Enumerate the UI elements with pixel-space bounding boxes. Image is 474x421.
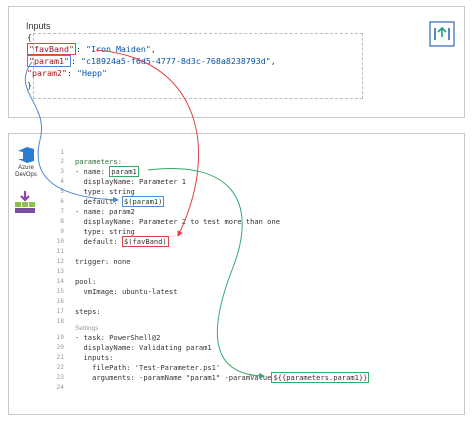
code-line: steps: (75, 307, 101, 316)
json-close: } (27, 80, 32, 90)
line-number: 23 (56, 374, 64, 381)
code-line: - name: param1 (75, 166, 139, 177)
line-number: 1 (60, 149, 64, 156)
line-number: 9 (60, 228, 64, 235)
line-number: 14 (56, 278, 64, 285)
json-line-param2: "param2": "Hepp" (27, 68, 107, 78)
code-line: - task: PowerShell@2 (75, 333, 161, 342)
code-line: type: string (75, 227, 135, 236)
line-number: 3 (60, 168, 64, 175)
code-line: arguments: -paramName "param1" -paramVal… (75, 372, 370, 383)
code-line: displayName: Parameter 2 to test more th… (75, 217, 280, 226)
line-number: 22 (56, 364, 64, 371)
param-value-expression: ${{parameters.param1}} (271, 372, 370, 383)
code-line: default: $(param1) (75, 196, 165, 207)
param1-default: $(param1) (122, 196, 165, 207)
line-number: 12 (56, 258, 64, 265)
line-number: 5 (60, 188, 64, 195)
line-number: 21 (56, 354, 64, 361)
line-number: 6 (60, 198, 64, 205)
param1-key: "param1" (27, 55, 71, 67)
code-line: vmImage: ubuntu-latest (75, 287, 178, 296)
code-line: type: string (75, 187, 135, 196)
inputs-title: Inputs (26, 21, 51, 31)
line-number: 7 (60, 208, 64, 215)
code-line: inputs: (75, 353, 114, 362)
code-line: displayName: Parameter 1 (75, 177, 187, 186)
json-line-param1: "param1": "c18924a5-f6d5-4777-8d3c-768a8… (27, 55, 276, 67)
pipeline-artifact-icon (15, 191, 35, 213)
line-number: 4 (60, 178, 64, 185)
favband-key: "favBand" (27, 43, 76, 55)
code-line: trigger: none (75, 257, 131, 266)
line-number: 10 (56, 238, 64, 245)
line-number: 17 (56, 308, 64, 315)
code-line: displayName: Validating param1 (75, 343, 212, 352)
line-number: 13 (56, 268, 64, 275)
line-number: 19 (56, 334, 64, 341)
line-number: 16 (56, 298, 64, 305)
settings-link[interactable]: Settings (75, 325, 99, 332)
line-number: 24 (56, 384, 64, 391)
line-number: 11 (56, 248, 64, 255)
azure-devops-icon (18, 147, 34, 163)
code-line: default: $(favBand) (75, 236, 169, 247)
json-open: { (27, 32, 32, 42)
line-number: 18 (56, 318, 64, 325)
pipeline-icon (429, 21, 455, 47)
code-line: - name: param2 (75, 207, 135, 216)
code-line: pool: (75, 277, 97, 286)
code-line: filePath: 'Test-Parameter.ps1' (75, 363, 221, 372)
line-number: 8 (60, 218, 64, 225)
line-number: 20 (56, 344, 64, 351)
line-number: 2 (60, 158, 64, 165)
param1-name: param1 (109, 166, 139, 177)
param2-default: $(favBand) (122, 236, 169, 247)
json-line-favband: "favBand": "Iron Maiden", (27, 43, 156, 55)
line-number: 15 (56, 288, 64, 295)
code-line: parameters: (75, 157, 122, 166)
